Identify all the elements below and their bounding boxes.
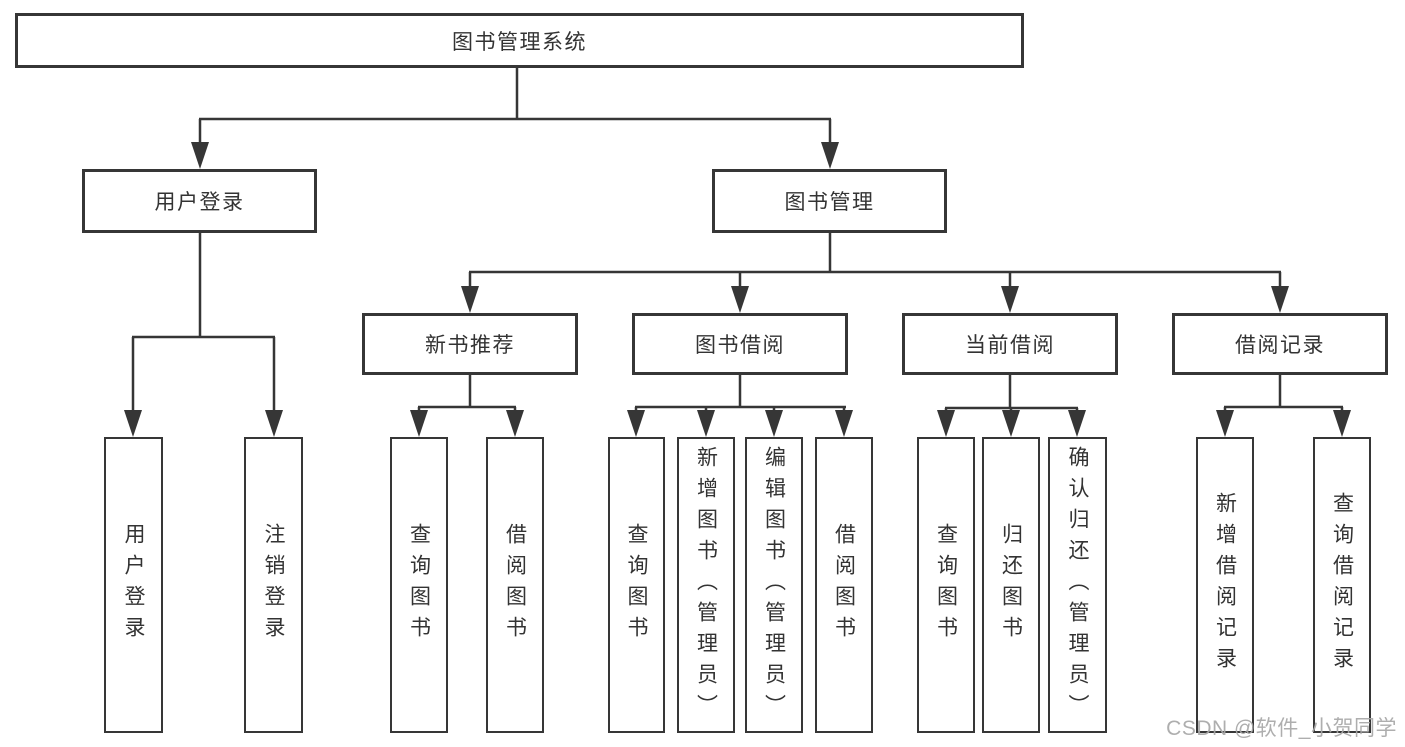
- node-rec-borrow-books-label: 借阅图书: [503, 523, 527, 647]
- node-bb-edit-books-admin-label: 编辑图书（管理员）: [762, 445, 786, 725]
- node-br-query-record: 查询借阅记录: [1313, 437, 1371, 733]
- node-borrowing-records-label: 借阅记录: [1235, 334, 1325, 357]
- node-borrowing-records: 借阅记录: [1172, 313, 1388, 375]
- node-new-book-recommend: 新书推荐: [362, 313, 578, 375]
- node-bb-query-books-label: 查询图书: [625, 523, 648, 647]
- node-user-login: 用户登录: [82, 169, 317, 233]
- watermark: CSDN @软件_小贺同学: [1166, 717, 1397, 740]
- node-user-login-label: 用户登录: [154, 191, 245, 214]
- node-bb-add-books-admin-label: 新增图书（管理员）: [694, 445, 718, 725]
- node-bb-query-books: 查询图书: [608, 437, 665, 733]
- node-bb-add-books-admin: 新增图书（管理员）: [677, 437, 735, 733]
- node-leaf-user-login-label: 用户登录: [122, 523, 145, 647]
- node-leaf-logout-label: 注销登录: [262, 523, 285, 647]
- node-new-book-recommend-label: 新书推荐: [425, 334, 515, 357]
- node-leaf-logout: 注销登录: [244, 437, 303, 733]
- node-root: 图书管理系统: [15, 13, 1024, 68]
- node-cb-return-books-label: 归还图书: [999, 523, 1023, 647]
- node-cb-confirm-return-admin: 确认归还（管理员）: [1048, 437, 1107, 733]
- node-br-add-record-label: 新增借阅记录: [1213, 492, 1237, 678]
- node-br-add-record: 新增借阅记录: [1196, 437, 1254, 733]
- node-rec-query-books: 查询图书: [390, 437, 448, 733]
- node-cb-return-books: 归还图书: [982, 437, 1040, 733]
- node-leaf-user-login: 用户登录: [104, 437, 163, 733]
- node-bb-edit-books-admin: 编辑图书（管理员）: [745, 437, 803, 733]
- node-cb-query-books-label: 查询图书: [934, 523, 958, 647]
- node-cb-query-books: 查询图书: [917, 437, 975, 733]
- node-rec-borrow-books: 借阅图书: [486, 437, 544, 733]
- node-br-query-record-label: 查询借阅记录: [1330, 492, 1354, 678]
- node-rec-query-books-label: 查询图书: [407, 523, 431, 647]
- node-book-borrowing-label: 图书借阅: [695, 334, 785, 357]
- node-book-borrowing: 图书借阅: [632, 313, 848, 375]
- node-cb-confirm-return-admin-label: 确认归还（管理员）: [1066, 445, 1089, 725]
- node-current-borrowing-label: 当前借阅: [965, 334, 1055, 357]
- node-bb-borrow-books: 借阅图书: [815, 437, 873, 733]
- node-book-management-label: 图书管理: [784, 191, 875, 214]
- node-current-borrowing: 当前借阅: [902, 313, 1118, 375]
- arrowheads: [124, 142, 1351, 437]
- node-book-management: 图书管理: [712, 169, 947, 233]
- node-root-label: 图书管理系统: [452, 30, 587, 54]
- node-bb-borrow-books-label: 借阅图书: [832, 523, 856, 647]
